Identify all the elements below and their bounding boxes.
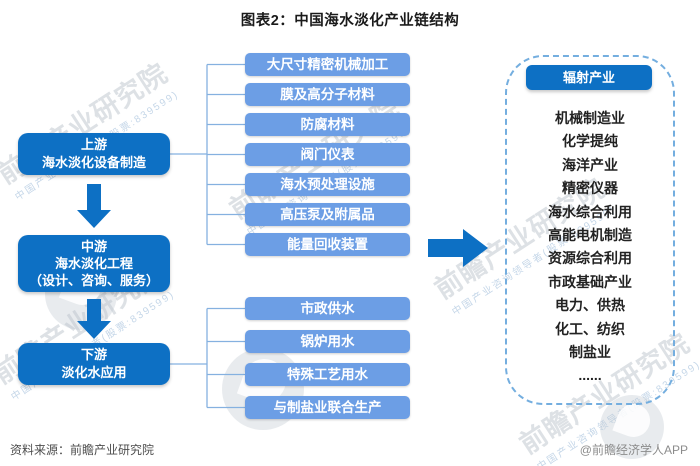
stage-box-upstream: 上游 海水淡化设备制造: [18, 133, 170, 175]
stage-box-midstream: 中游 海水淡化工程 （设计、咨询、服务）: [18, 235, 170, 292]
radiating-industry-item: 资源综合利用: [548, 250, 632, 267]
supplier-box: 大尺寸精密机械加工: [245, 53, 410, 76]
supplier-box: 防腐材料: [245, 113, 410, 136]
supplier-box: 高压泵及附属品: [245, 203, 410, 226]
supplier-box: 阀门仪表: [245, 143, 410, 166]
radiating-industry-item: 海洋产业: [562, 156, 618, 173]
radiating-industry-item: 海水综合利用: [548, 203, 632, 220]
supplier-box: 能量回收装置: [245, 233, 410, 256]
application-box: 市政供水: [245, 297, 410, 320]
radiating-industry-item: ......: [578, 367, 602, 384]
application-box: 与制盐业联合生产: [245, 396, 410, 419]
stage-name: 淡化水应用: [61, 365, 127, 380]
stage-label: 上游: [80, 137, 107, 152]
source-note: 资料来源：前瞻产业研究院: [10, 443, 155, 457]
application-box: 锅炉用水: [245, 330, 410, 353]
arrow-down-upstream-to-midstream: [77, 184, 111, 228]
credit-note: @前瞻经济学人APP: [579, 443, 688, 457]
chart-title: 图表2：中国海水淡化产业链结构: [240, 13, 460, 29]
radiating-industry-item: 机械制造业: [555, 110, 625, 126]
stage-label: 下游: [80, 347, 107, 362]
stage-name: 海水淡化设备制造: [41, 155, 146, 170]
stage-label: 中游: [80, 239, 107, 254]
connector-lines: [169, 63, 245, 409]
stage-detail: （设计、咨询、服务）: [28, 273, 159, 288]
upstream-supplier-list: 大尺寸精密机械加工 膜及高分子材料 防腐材料 阀门仪表 海水预处理设施 高压泵及…: [245, 53, 410, 256]
arrow-right-to-radiating-industries: [428, 229, 488, 267]
watermark: 前瞻产业研究院 中国产业咨询领导者(股票:839599): [0, 57, 181, 203]
radiating-industry-item: 化工、纺织: [555, 320, 625, 337]
application-box: 特殊工艺用水: [245, 363, 410, 386]
radiating-industries-header: 辐射产业: [526, 65, 652, 90]
radiating-industry-item: 市政基础产业: [548, 273, 632, 290]
radiating-industry-item: 高能电机制造: [548, 227, 632, 244]
supplier-box: 海水预处理设施: [245, 173, 410, 196]
radiating-industry-item: 化学提纯: [562, 133, 618, 150]
radiating-industry-item: 精密仪器: [562, 180, 618, 197]
stage-box-downstream: 下游 淡化水应用: [18, 343, 170, 385]
arrow-down-midstream-to-downstream: [77, 299, 111, 339]
radiating-industries-list: 机械制造业 化学提纯 海洋产业 精密仪器 海水综合利用 高能电机制造 资源综合利…: [507, 107, 673, 388]
radiating-industry-item: 电力、供热: [555, 297, 625, 314]
downstream-application-list: 市政供水 锅炉用水 特殊工艺用水 与制盐业联合生产: [245, 297, 410, 419]
radiating-industries-panel: 辐射产业 机械制造业 化学提纯 海洋产业 精密仪器 海水综合利用 高能电机制造 …: [505, 55, 675, 405]
stage-name: 海水淡化工程: [54, 256, 133, 271]
supplier-box: 膜及高分子材料: [245, 83, 410, 106]
radiating-industry-item: 制盐业: [569, 344, 611, 361]
